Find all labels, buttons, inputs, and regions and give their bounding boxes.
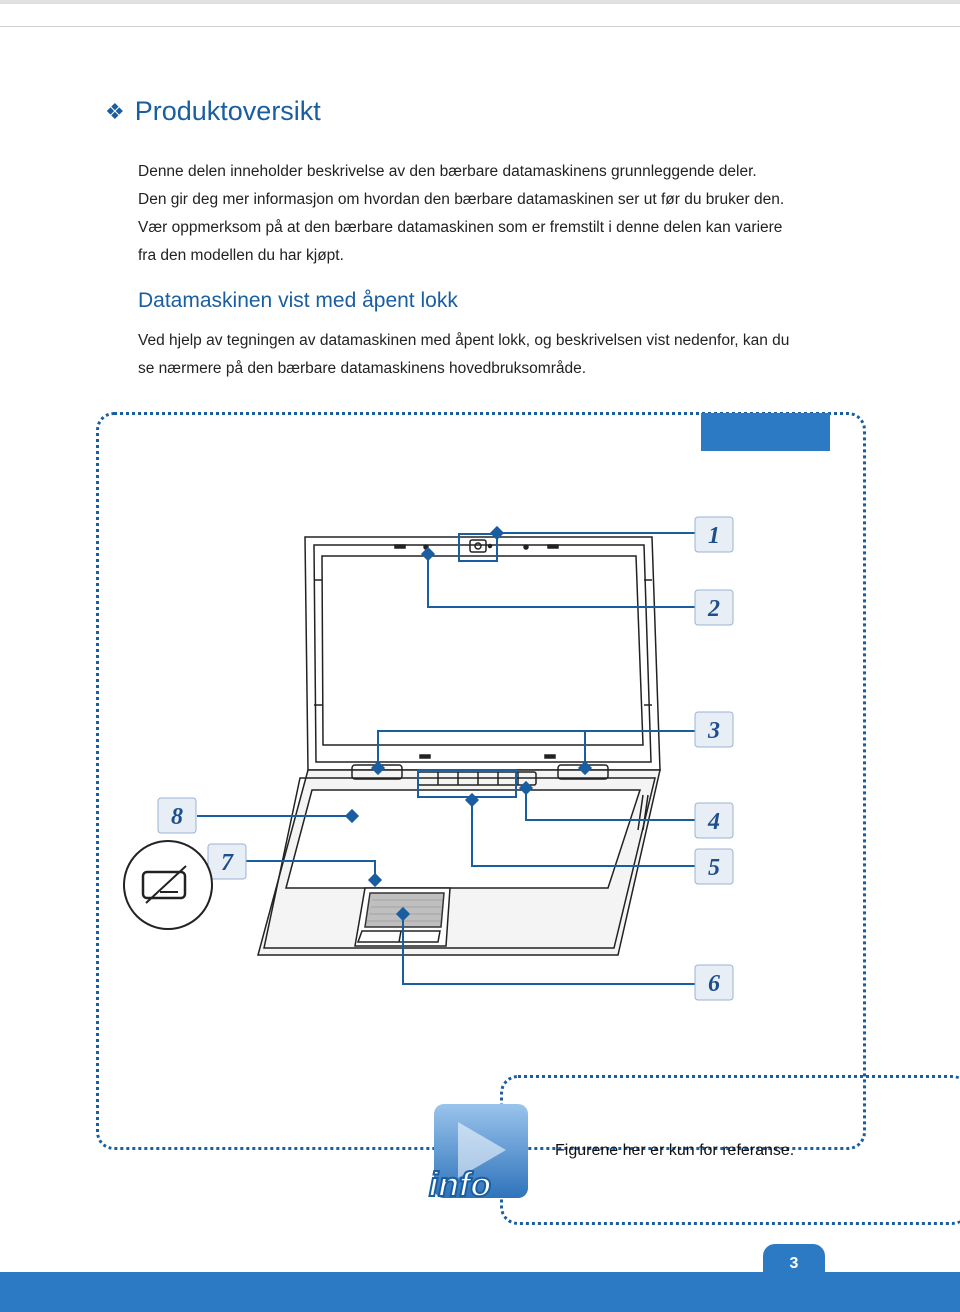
callout-label-2: 2 — [694, 589, 734, 626]
callout-label-3: 3 — [694, 711, 734, 748]
callout-label-6: 6 — [694, 964, 734, 1001]
intro-line: Denne delen inneholder beskrivelse av de… — [138, 163, 757, 180]
play-icon — [458, 1122, 506, 1178]
body-line: se nærmere på den bærbare datamaskinens … — [138, 360, 587, 377]
callout-number: 1 — [708, 523, 720, 549]
touchpad-off-icon — [123, 840, 213, 930]
callout-number: 4 — [707, 809, 720, 835]
laptop-lid — [304, 536, 661, 771]
intro-line: Den gir deg mer informasjon om hvordan d… — [138, 191, 785, 208]
info-note-text: Figurene her er kun for referanse. — [555, 1142, 795, 1159]
info-logo-text: info — [429, 1166, 491, 1204]
intro-line: fra den modellen du har kjøpt. — [138, 247, 344, 264]
callout-markers — [344, 525, 593, 922]
figure-tab — [701, 413, 830, 451]
top-rule-thin — [0, 26, 960, 27]
callout-number: 3 — [707, 718, 720, 744]
body-line: Ved hjelp av tegningen av datamaskinen m… — [138, 332, 790, 349]
callout-number: 5 — [708, 855, 720, 881]
callout-number: 8 — [171, 804, 183, 830]
callout-label-8: 8 — [157, 797, 197, 834]
callout-label-4: 4 — [694, 802, 734, 839]
subheading: Datamaskinen vist med åpent lokk — [138, 289, 458, 312]
callout-label-7: 7 — [207, 843, 247, 880]
callout-number: 7 — [221, 850, 234, 876]
info-logo: info — [428, 1104, 528, 1204]
top-rule — [0, 0, 960, 4]
body-paragraph: Ved hjelp av tegningen av datamaskinen m… — [138, 327, 838, 383]
four-diamond-bullet-icon: ❖ — [105, 98, 125, 124]
callout-number: 6 — [708, 971, 720, 997]
section-title: ❖ Produktoversikt — [105, 96, 321, 127]
section-title-text: Produktoversikt — [134, 96, 321, 126]
page-number: 3 — [763, 1244, 825, 1284]
callout-lines — [197, 532, 697, 985]
callout-labels: 1 2 3 4 5 6 7 8 — [157, 516, 734, 1001]
callout-label-1: 1 — [694, 516, 734, 553]
callout-number: 2 — [707, 596, 720, 622]
intro-line: Vær oppmerksom på at den bærbare datamas… — [138, 219, 783, 236]
intro-paragraph: Denne delen inneholder beskrivelse av de… — [138, 158, 838, 270]
callout-label-5: 5 — [694, 848, 734, 885]
